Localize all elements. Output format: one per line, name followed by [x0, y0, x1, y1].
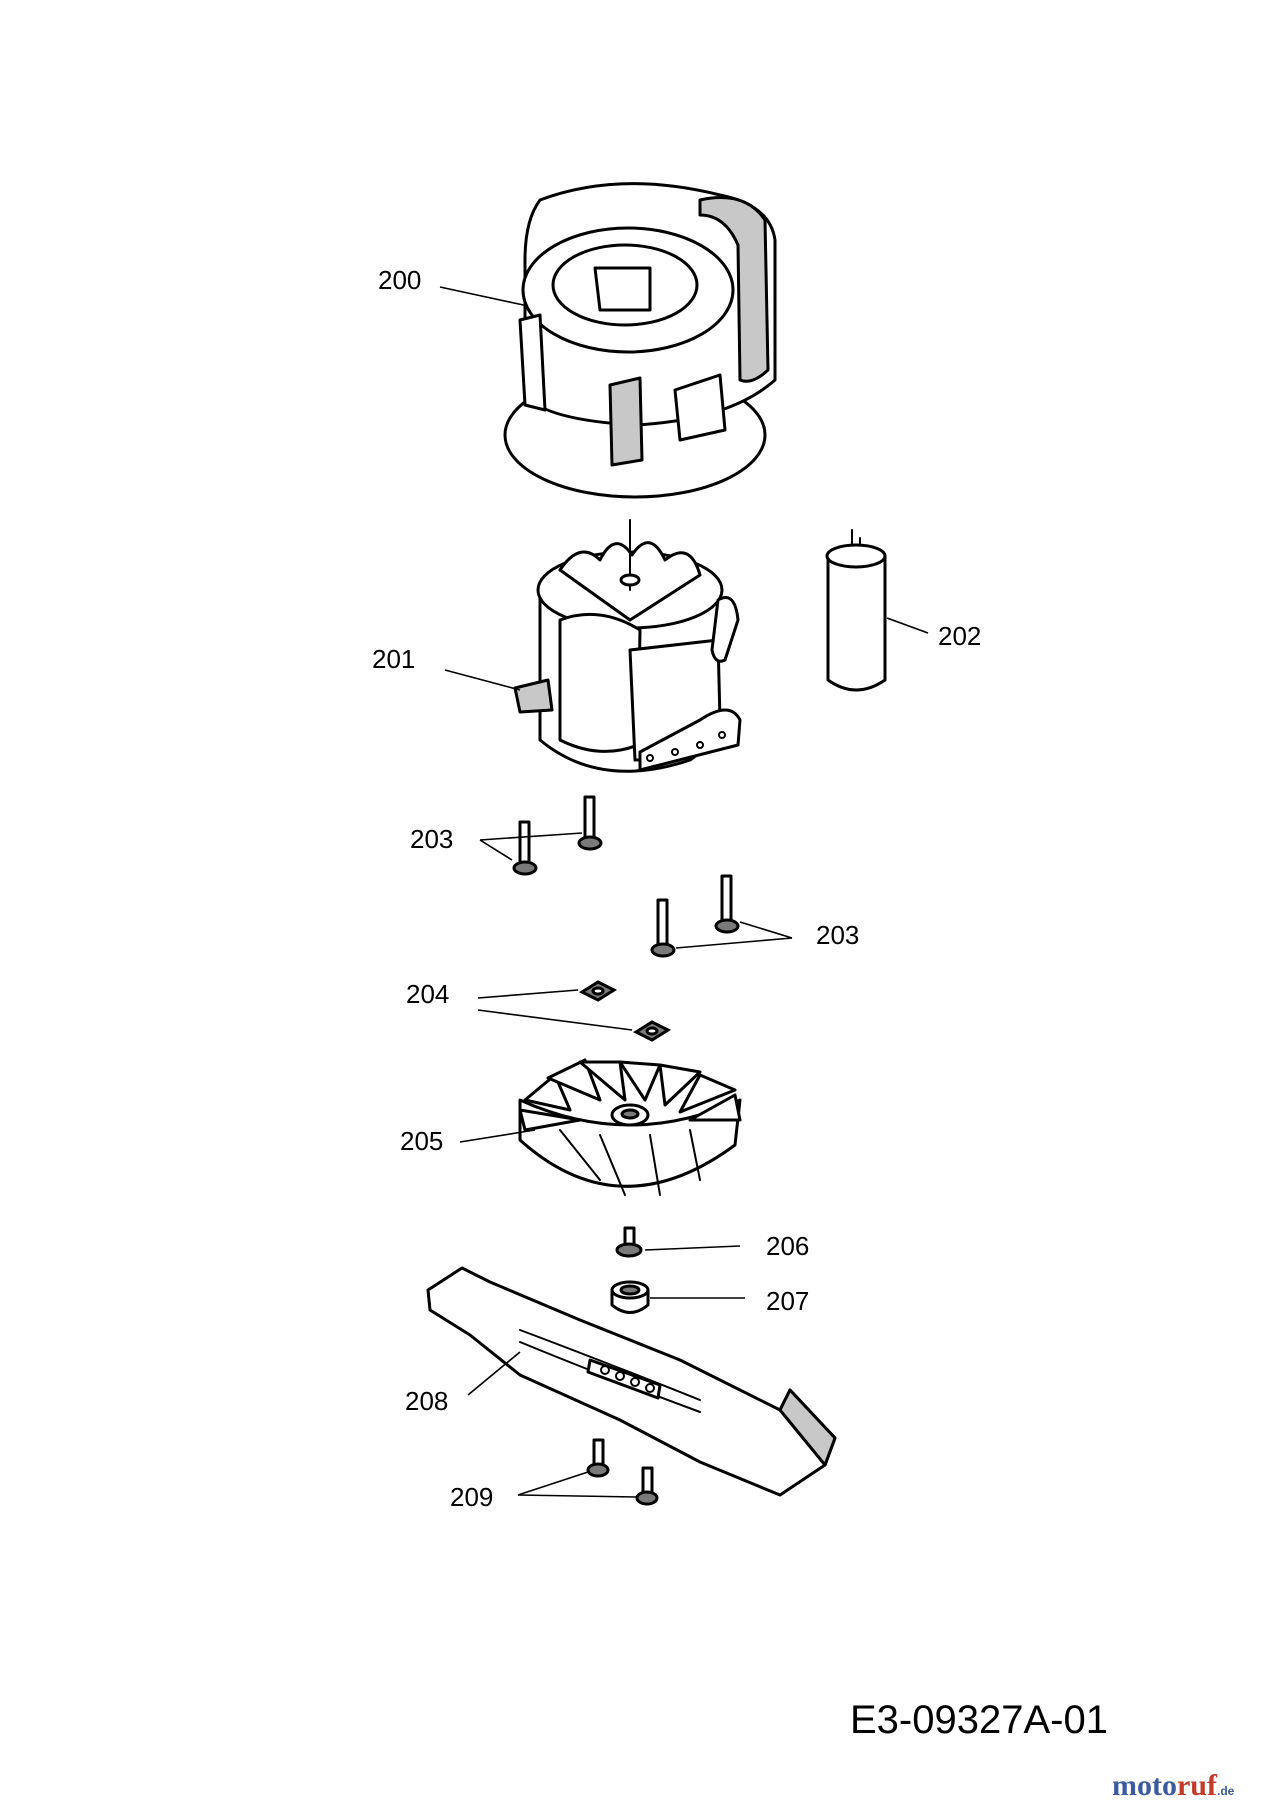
- label-202: 202: [938, 621, 981, 651]
- logo-suffix: .de: [1217, 1784, 1235, 1798]
- part-207-spacer-bushing[interactable]: [610, 1280, 650, 1314]
- part-209-blade-screws[interactable]: [586, 1438, 659, 1506]
- drawing-code: E3-09327A-01: [850, 1698, 1108, 1742]
- label-200: 200: [378, 265, 421, 295]
- part-204-square-nuts[interactable]: [578, 980, 672, 1042]
- part-200-motor-housing[interactable]: [503, 182, 777, 499]
- part-203-screws-upper[interactable]: [512, 795, 603, 876]
- label-209: 209: [450, 1482, 493, 1512]
- part-206-bolt[interactable]: [615, 1226, 643, 1258]
- svg-text:motoruf.de: motoruf.de: [1112, 1769, 1235, 1800]
- part-208-cutter-blade[interactable]: [426, 1266, 837, 1497]
- label-203a: 203: [410, 824, 453, 854]
- part-205-fan-impeller[interactable]: [518, 1058, 742, 1196]
- label-201: 201: [372, 644, 415, 674]
- part-201-motor[interactable]: [513, 519, 742, 773]
- logo-text-red: ruf: [1177, 1769, 1218, 1800]
- label-205: 205: [400, 1126, 443, 1156]
- label-203b: 203: [816, 920, 859, 950]
- label-206: 206: [766, 1231, 809, 1261]
- label-208: 208: [405, 1386, 448, 1416]
- logo-text-blue: moto: [1112, 1769, 1177, 1800]
- part-202-capacitor[interactable]: [825, 529, 887, 692]
- label-204: 204: [406, 979, 449, 1009]
- label-207: 207: [766, 1286, 809, 1316]
- part-203-screws-lower[interactable]: [650, 874, 740, 958]
- motoruf-logo: motoruf.de: [1112, 1769, 1235, 1802]
